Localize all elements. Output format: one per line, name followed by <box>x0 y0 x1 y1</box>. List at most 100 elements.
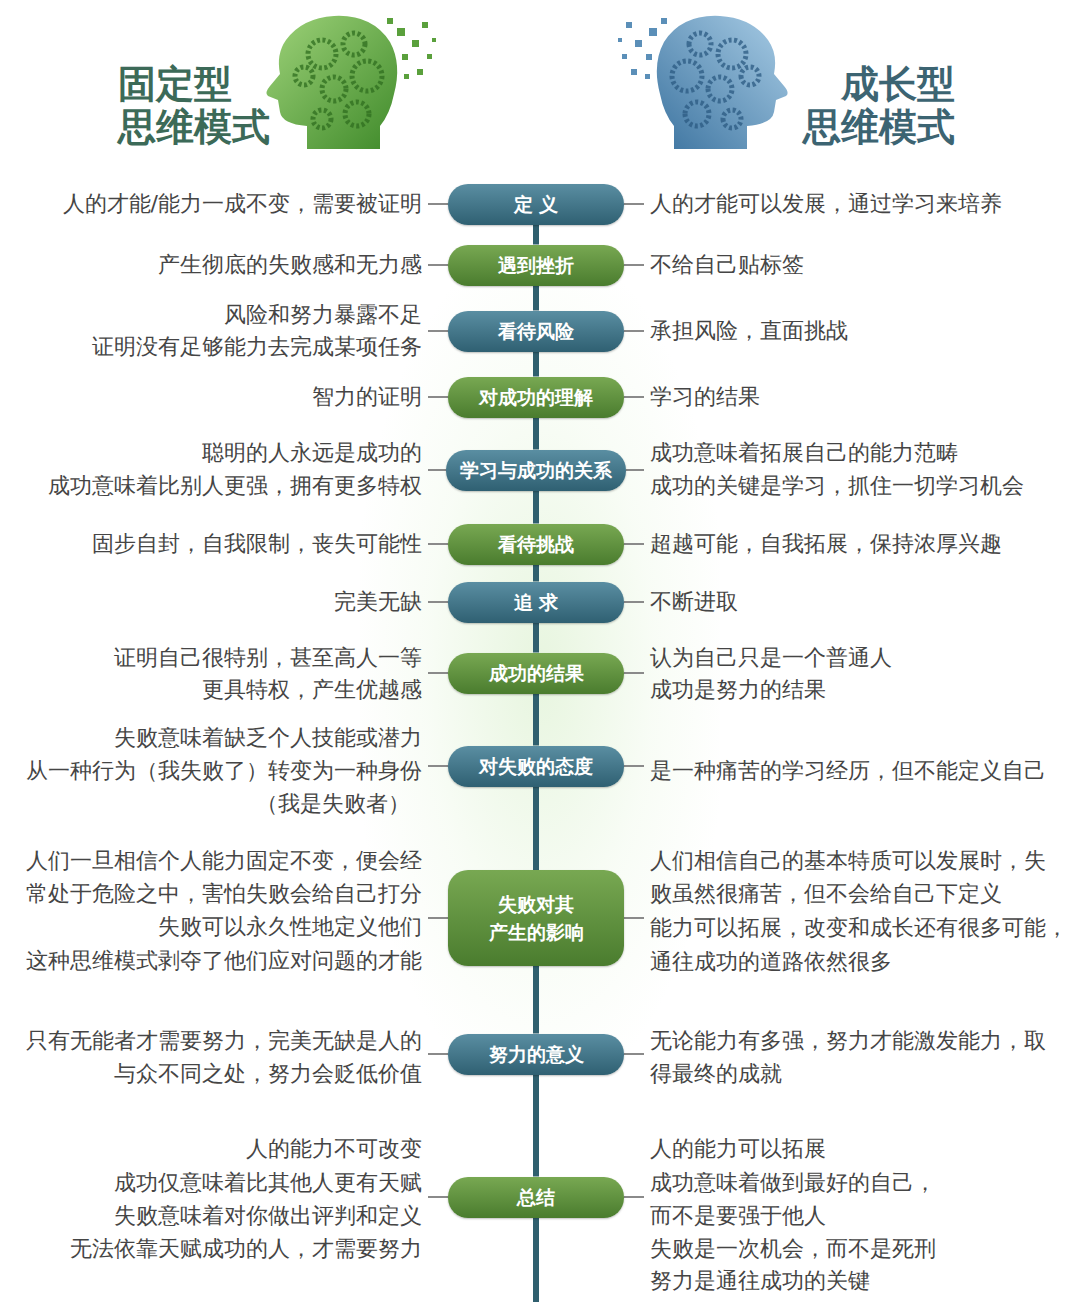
comparison-text: 常处于危险之中，害怕失败会给自己打分 <box>26 881 422 907</box>
leader-tick <box>624 672 644 674</box>
comparison-text: 智力的证明 <box>312 384 422 410</box>
comparison-text: 失败可以永久性地定义他们 <box>158 914 422 940</box>
spine-connector <box>536 966 537 1034</box>
comparison-text: 败虽然很痛苦，但不会给自己下定义 <box>650 881 1002 907</box>
leader-tick <box>428 330 448 332</box>
comparison-text: 人们一旦相信个人能力固定不变，便会经 <box>26 848 422 874</box>
leader-tick <box>624 396 644 398</box>
comparison-text: 通往成功的道路依然很多 <box>650 949 892 975</box>
leader-tick <box>624 203 644 205</box>
comparison-text: 得最终的成就 <box>650 1061 782 1087</box>
pill-label: 遇到挫折 <box>498 251 574 280</box>
comparison-text: 完美无缺 <box>334 589 422 615</box>
category-pill: 追 求 <box>448 582 624 623</box>
category-pill: 总结 <box>448 1177 624 1218</box>
leader-tick <box>624 1053 644 1055</box>
comparison-text: 人的能力可以拓展 <box>650 1136 826 1162</box>
comparison-text: 人的才能/能力一成不变，需要被证明 <box>63 191 422 217</box>
comparison-text: 学习的结果 <box>650 384 760 410</box>
green-head <box>266 16 436 149</box>
category-pill: 定 义 <box>448 184 624 225</box>
comparison-text: 证明自己很特别，甚至高人一等 <box>114 645 422 671</box>
pill-label: 对成功的理解 <box>479 383 593 412</box>
comparison-text: 认为自己只是一个普通人 <box>650 645 892 671</box>
comparison-text: 无法依靠天赋成功的人，才需要努力 <box>70 1236 422 1262</box>
comparison-text: 聪明的人永远是成功的 <box>202 440 422 466</box>
comparison-text: 产生彻底的失败感和无力感 <box>158 252 422 278</box>
leader-tick <box>428 203 448 205</box>
comparison-text: 不断进取 <box>650 589 738 615</box>
comparison-text: 不给自己贴标签 <box>650 252 804 278</box>
leader-tick <box>626 469 644 471</box>
spine-connector <box>536 286 537 311</box>
spine-connector <box>536 491 537 524</box>
leader-tick <box>428 601 448 603</box>
comparison-text: 承担风险，直面挑战 <box>650 318 848 344</box>
leader-tick <box>428 672 448 674</box>
leader-tick <box>428 917 448 919</box>
spine-connector <box>536 623 537 653</box>
comparison-text: 是一种痛苦的学习经历，但不能定义自己 <box>650 758 1046 784</box>
comparison-text: 人的能力不可改变 <box>246 1136 422 1162</box>
comparison-text: 成功意味着拓展自己的能力范畴 <box>650 440 958 466</box>
pill-label: 追 求 <box>514 588 559 617</box>
pill-label: 失败对其 产生的影响 <box>485 890 588 947</box>
comparison-text: 人的才能可以发展，通过学习来培养 <box>650 191 1002 217</box>
spine-connector <box>536 787 537 871</box>
comparison-text: 这种思维模式剥夺了他们应对问题的才能 <box>26 948 422 974</box>
leader-tick <box>624 543 644 545</box>
comparison-text: 成功意味着比别人更强，拥有更多特权 <box>48 473 422 499</box>
comparison-text: 失败是一次机会，而不是死刑 <box>650 1236 936 1262</box>
comparison-text: 能力可以拓展，改变和成长还有很多可能， <box>650 915 1068 941</box>
pill-label: 看待风险 <box>498 317 574 346</box>
comparison-text: 成功意味着做到最好的自己， <box>650 1170 936 1196</box>
spine-connector <box>536 1075 537 1177</box>
category-pill: 对成功的理解 <box>448 377 624 418</box>
spine-connector <box>536 565 537 582</box>
category-pill: 成功的结果 <box>448 653 624 694</box>
comparison-text: 成功是努力的结果 <box>650 677 826 703</box>
column-title: 思维模式 <box>118 106 270 150</box>
category-pill: 看待风险 <box>448 311 624 352</box>
spine-connector <box>536 418 537 450</box>
leader-tick <box>624 264 644 266</box>
pill-label: 定 义 <box>514 190 559 219</box>
comparison-text: 证明没有足够能力去完成某项任务 <box>92 334 422 360</box>
leader-tick <box>624 330 644 332</box>
leader-tick <box>428 1196 448 1198</box>
spine-tail <box>533 1210 539 1302</box>
leader-tick <box>624 601 644 603</box>
leader-tick <box>428 469 446 471</box>
comparison-text: 风险和努力暴露不足 <box>224 302 422 328</box>
leader-tick <box>428 264 448 266</box>
column-title: 成长型 <box>841 63 955 107</box>
pill-label: 成功的结果 <box>489 659 584 688</box>
category-pill: 努力的意义 <box>448 1034 624 1075</box>
comparison-text: 失败意味着缺乏个人技能或潜力 <box>114 725 422 751</box>
pill-label: 学习与成功的关系 <box>460 456 612 485</box>
comparison-text: 只有无能者才需要努力，完美无缺是人的 <box>26 1028 422 1054</box>
leader-tick <box>428 1053 448 1055</box>
comparison-text: 从一种行为（我失败了）转变为一种身份 <box>26 758 422 784</box>
comparison-text: 人们相信自己的基本特质可以发展时，失 <box>650 848 1046 874</box>
spine-connector <box>536 694 537 746</box>
comparison-text: 失败意味着对你做出评判和定义 <box>114 1203 422 1229</box>
category-pill: 学习与成功的关系 <box>446 450 626 491</box>
column-title: 思维模式 <box>803 106 955 150</box>
leader-tick <box>624 917 644 919</box>
comparison-text: 超越可能，自我拓展，保持浓厚兴趣 <box>650 531 1002 557</box>
comparison-text: 努力是通往成功的关键 <box>650 1268 870 1294</box>
comparison-text: 成功的关键是学习，抓住一切学习机会 <box>650 473 1024 499</box>
pill-label: 看待挑战 <box>498 530 574 559</box>
blue-head <box>618 16 788 149</box>
comparison-text: 与众不同之处，努力会贬低价值 <box>114 1061 422 1087</box>
category-pill: 失败对其 产生的影响 <box>448 870 624 966</box>
category-pill: 看待挑战 <box>448 524 624 565</box>
comparison-text: 而不是要强于他人 <box>650 1203 826 1229</box>
leader-tick <box>624 765 644 767</box>
category-pill: 遇到挫折 <box>448 245 624 286</box>
comparison-text: 成功仅意味着比其他人更有天赋 <box>114 1170 422 1196</box>
comparison-text: 固步自封，自我限制，丧失可能性 <box>92 531 422 557</box>
pill-label: 对失败的态度 <box>479 752 593 781</box>
leader-tick <box>428 396 448 398</box>
